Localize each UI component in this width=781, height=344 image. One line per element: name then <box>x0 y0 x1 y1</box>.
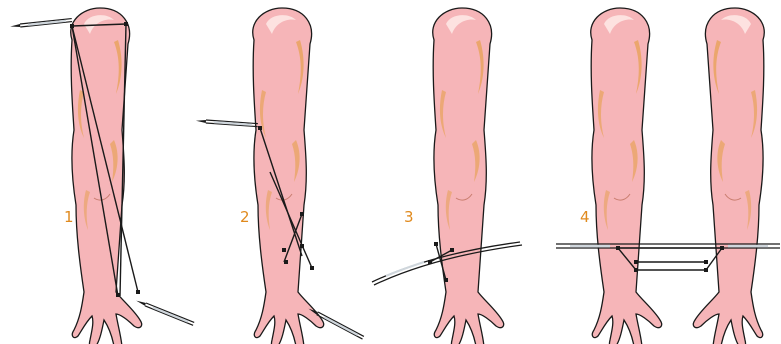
panel-4-right-arm <box>693 8 764 344</box>
panel-3-arm <box>433 8 504 344</box>
panel-4-left-arm <box>591 8 662 344</box>
panel-2-arm <box>253 8 324 344</box>
step-label-4: 4 <box>580 208 590 226</box>
step-label-2: 2 <box>240 208 250 226</box>
step-label-1: 1 <box>64 208 74 226</box>
step-label-3: 3 <box>404 208 414 226</box>
panel-1-arm <box>71 8 142 344</box>
